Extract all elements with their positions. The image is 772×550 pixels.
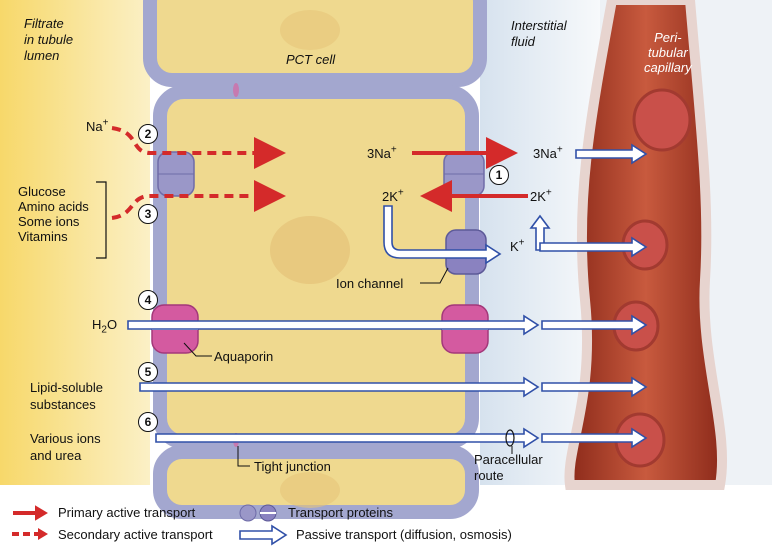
cell-nucleus-bottom: [280, 472, 340, 508]
step-2-badge: 2: [138, 124, 158, 144]
k-out-label: K+: [510, 237, 525, 254]
aquaporin-label: Aquaporin: [214, 349, 274, 364]
lumen-region: [0, 0, 150, 485]
passive-arrows: [127, 143, 648, 449]
paracellular-marker: [505, 429, 515, 447]
secondary-arrow-glucose: [111, 180, 286, 220]
symporter-protein: [157, 151, 195, 197]
legend-primary-swatch: [13, 505, 48, 521]
k2-interstitial-label: 2K+: [530, 187, 552, 204]
tight-junction-top: [233, 83, 239, 97]
step-4-badge: 4: [138, 290, 158, 310]
step-6-badge: 6: [138, 412, 158, 432]
step-5-badge: 5: [138, 362, 158, 382]
ion-channel-label: Ion channel: [336, 276, 404, 291]
legend-primary-label: Primary active transport: [58, 505, 196, 520]
legend-passive-label: Passive transport (diffusion, osmosis): [296, 527, 512, 542]
legend-proteins-label: Transport proteins: [288, 505, 394, 520]
h2o-label: H2O: [92, 317, 118, 336]
red-blood-cells: [612, 88, 692, 468]
secondary-arrow-na: [111, 126, 286, 169]
legend-secondary-label: Secondary active transport: [58, 527, 213, 542]
cell-nucleus: [270, 216, 350, 284]
na3-intracellular-label: 3Na+: [367, 144, 397, 161]
tight-junction-leader: [237, 446, 250, 467]
pct-cell-label: PCT cell: [286, 52, 336, 67]
na-label: Na+: [86, 117, 109, 134]
step-3-badge: 3: [138, 204, 158, 224]
legend-secondary-swatch: [12, 528, 48, 540]
cell-nucleus-top: [280, 10, 340, 50]
step-1-badge: 1: [489, 165, 509, 185]
tight-junction-label: Tight junction: [254, 459, 331, 474]
aquaporin-leader: [183, 342, 212, 357]
na3-interstitial-label: 3Na+: [533, 144, 563, 161]
na-k-pump: [443, 151, 485, 197]
legend-proteins-swatch: [239, 504, 277, 522]
substances-bracket: [96, 181, 107, 259]
k2-intracellular-label: 2K+: [382, 187, 404, 204]
legend-passive-swatch: [239, 524, 288, 546]
ion-channel-leader: [420, 267, 449, 284]
